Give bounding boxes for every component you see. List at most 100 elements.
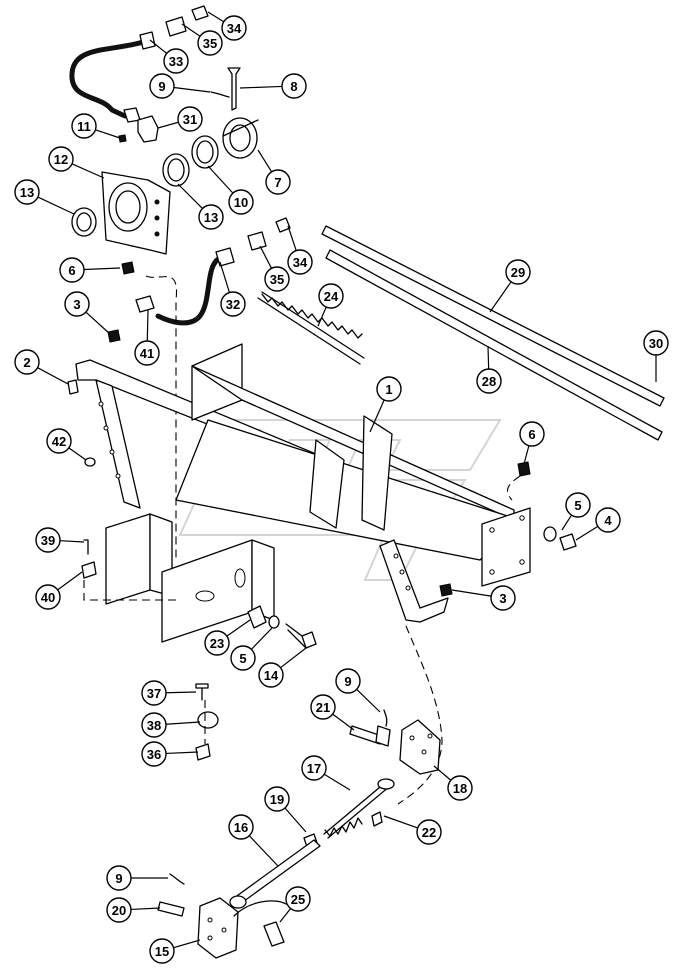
lower-hardware-stack xyxy=(195,683,219,761)
callout-circle xyxy=(14,179,40,205)
callout-39: 39 xyxy=(35,527,61,553)
hydraulic-hose-lower xyxy=(107,217,291,560)
callout-label: 6 xyxy=(528,427,535,442)
callout-circle xyxy=(258,662,284,688)
leader-line-13 xyxy=(37,196,75,215)
leader-line-31 xyxy=(157,121,179,129)
callout-30: 30 xyxy=(643,330,669,356)
callout-25: 25 xyxy=(285,886,311,912)
leader-line-19 xyxy=(284,807,307,833)
lower-bracket-15 xyxy=(157,873,239,959)
callout-7: 7 xyxy=(265,169,291,195)
callout-28: 28 xyxy=(476,368,502,394)
callout-19: 19 xyxy=(264,786,290,812)
callout-16: 16 xyxy=(228,814,254,840)
callout-label: 23 xyxy=(210,636,224,651)
leader-line-4 xyxy=(575,525,599,541)
callout-label: 21 xyxy=(316,700,330,715)
callout-label: 13 xyxy=(204,210,218,225)
callout-6: 6 xyxy=(59,257,85,283)
leader-line-36 xyxy=(165,751,199,755)
leader-line-33 xyxy=(149,39,168,54)
sleeve-25 xyxy=(233,900,287,947)
callout-circle xyxy=(46,428,72,454)
leader-line-34 xyxy=(207,11,225,23)
link-pin xyxy=(349,709,391,747)
callout-label: 8 xyxy=(290,79,297,94)
callout-circle xyxy=(476,368,502,394)
callout-5: 5 xyxy=(565,492,591,518)
leader-line-42 xyxy=(68,447,87,461)
callout-34: 34 xyxy=(287,249,313,275)
callout-label: 41 xyxy=(140,346,154,361)
leader-line-24 xyxy=(317,306,327,327)
callout-label: 11 xyxy=(77,119,91,134)
callout-circle xyxy=(447,775,473,801)
callout-circle xyxy=(301,755,327,781)
leader-line-37 xyxy=(165,691,197,694)
callout-label: 7 xyxy=(274,175,281,190)
leader-line-25 xyxy=(279,908,292,923)
callout-36: 36 xyxy=(141,741,167,767)
callout-13: 13 xyxy=(14,179,40,205)
callout-23: 23 xyxy=(204,630,230,656)
callout-9: 9 xyxy=(335,668,361,694)
callout-40: 40 xyxy=(35,584,61,610)
callout-18: 18 xyxy=(447,775,473,801)
callout-circle xyxy=(59,257,85,283)
callout-label: 9 xyxy=(344,674,351,689)
callout-2: 2 xyxy=(14,349,40,375)
leader-line-32 xyxy=(219,261,231,293)
callout-circle xyxy=(149,938,175,964)
callout-15: 15 xyxy=(149,938,175,964)
callout-label: 35 xyxy=(270,272,284,287)
callout-label: 5 xyxy=(239,651,246,666)
callout-21: 21 xyxy=(310,694,336,720)
callout-circle xyxy=(230,645,256,671)
callout-label: 10 xyxy=(234,195,248,210)
callout-label: 17 xyxy=(307,761,321,776)
callout-6: 6 xyxy=(519,421,545,447)
leader-line-9 xyxy=(173,86,211,93)
callout-circle xyxy=(134,340,160,366)
callout-label: 14 xyxy=(264,668,279,683)
leader-line-20 xyxy=(130,907,161,911)
callout-22: 22 xyxy=(416,819,442,845)
callout-3: 3 xyxy=(490,585,516,611)
callout-circle xyxy=(64,291,90,317)
callout-29: 29 xyxy=(505,259,531,285)
callout-label: 2 xyxy=(23,355,30,370)
callout-circle xyxy=(228,189,254,215)
callout-label: 36 xyxy=(147,747,161,762)
callout-circle xyxy=(177,106,203,132)
leader-line-14 xyxy=(280,647,307,669)
callout-9: 9 xyxy=(106,865,132,891)
leader-line-11 xyxy=(95,129,121,139)
leader-line-10 xyxy=(207,165,234,194)
callout-label: 1 xyxy=(385,382,392,397)
leader-line-34 xyxy=(287,225,297,251)
leader-line-15 xyxy=(173,939,201,949)
leader-line-13 xyxy=(177,183,203,209)
callout-label: 18 xyxy=(453,781,467,796)
leader-line-28 xyxy=(487,345,490,370)
leader-line-6 xyxy=(83,267,121,271)
callout-circle xyxy=(310,694,336,720)
callout-label: 34 xyxy=(293,255,308,270)
callout-circle xyxy=(265,169,291,195)
leader-line-39 xyxy=(59,540,85,543)
long-rod-16 xyxy=(229,839,321,909)
elbow-fitting xyxy=(118,115,159,143)
callout-circle xyxy=(71,113,97,139)
callout-label: 3 xyxy=(499,591,506,606)
callout-circle xyxy=(505,259,531,285)
callout-12: 12 xyxy=(48,146,74,172)
callout-3: 3 xyxy=(64,291,90,317)
leader-line-35 xyxy=(259,245,273,269)
callout-label: 12 xyxy=(54,152,68,167)
callout-37: 37 xyxy=(141,680,167,706)
callout-label: 9 xyxy=(115,871,122,886)
callout-label: 6 xyxy=(68,263,75,278)
seal-strips xyxy=(321,225,665,441)
leader-line-1 xyxy=(369,399,385,433)
